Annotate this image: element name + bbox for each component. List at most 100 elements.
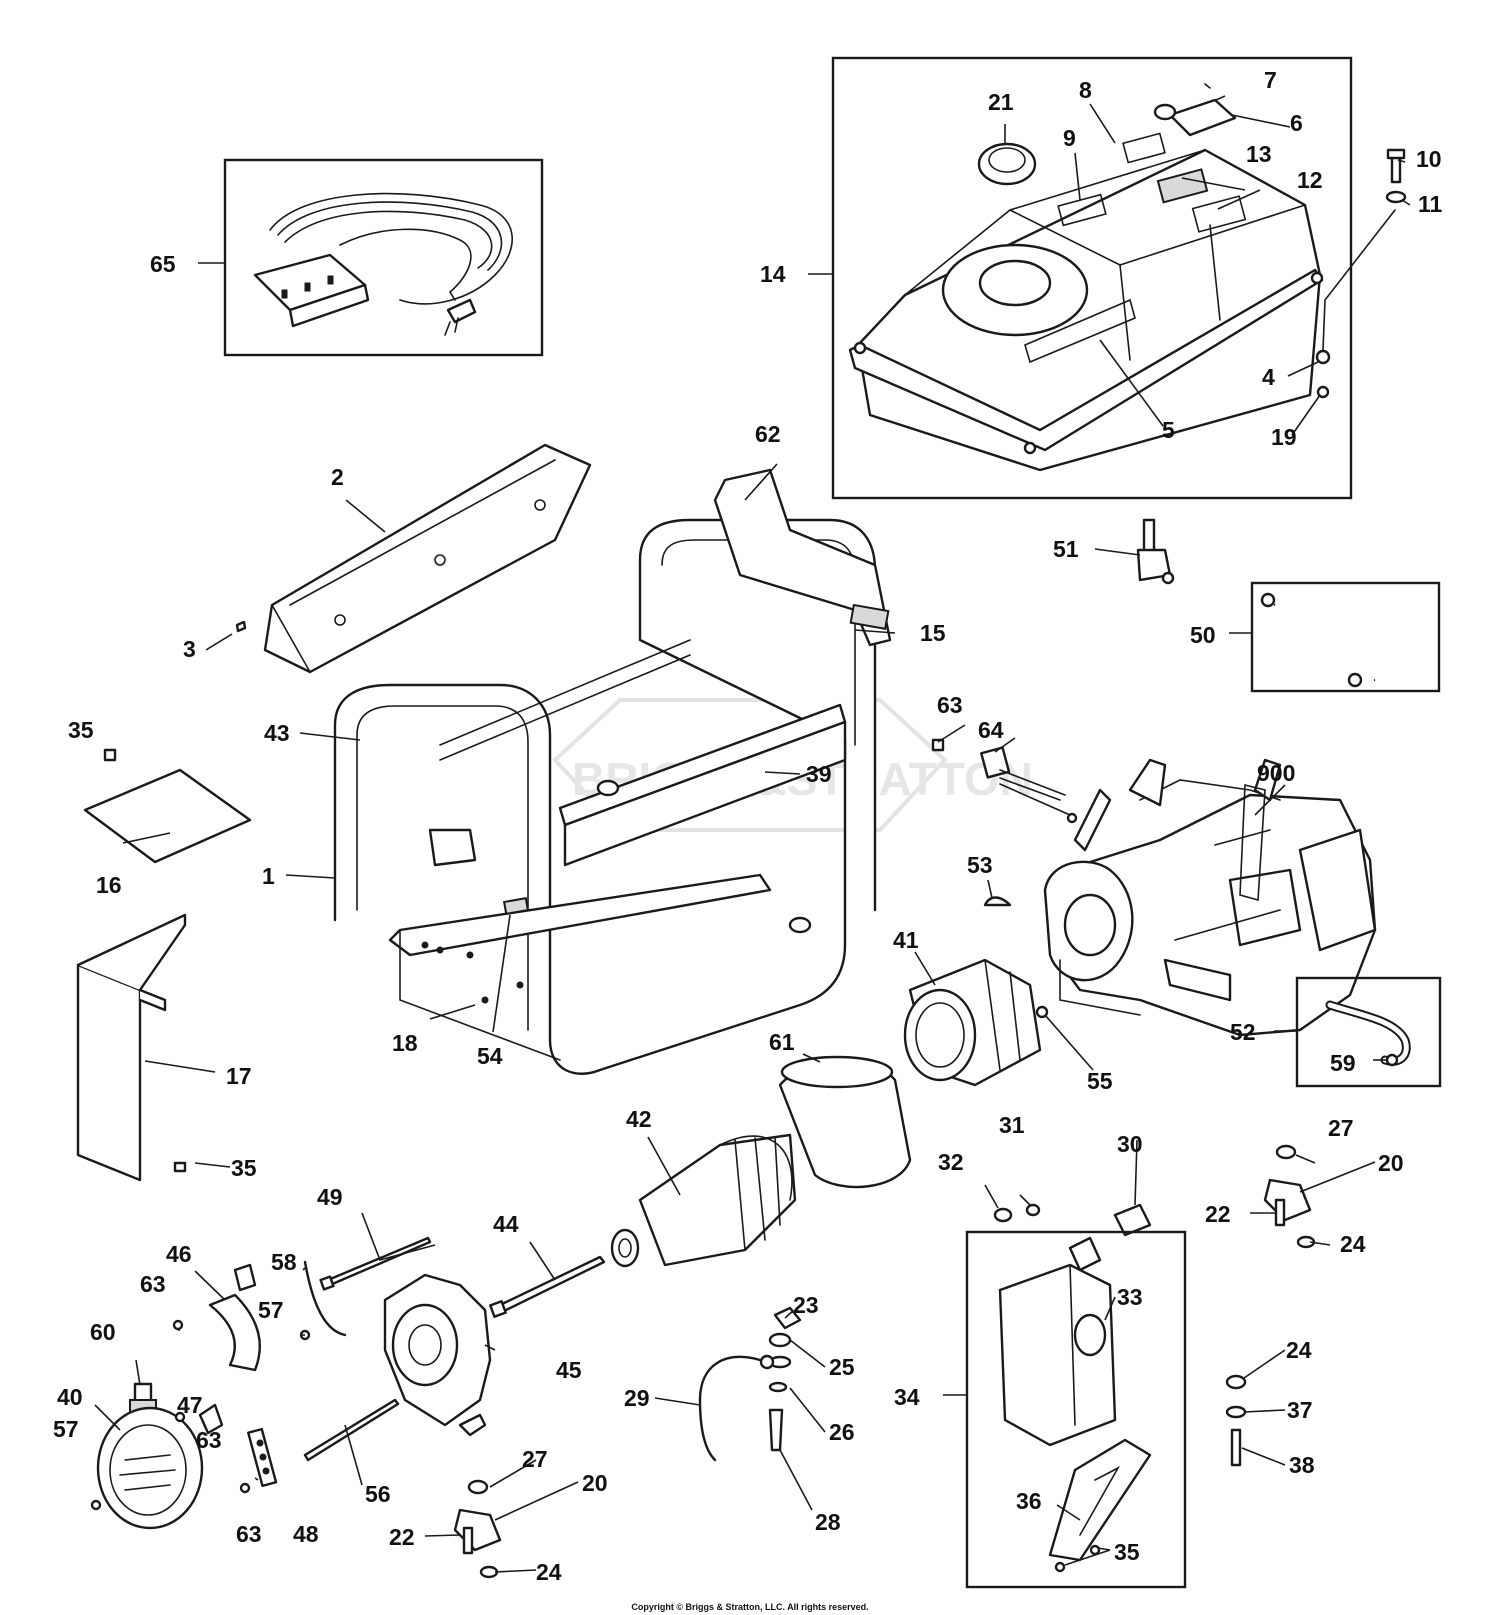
- callout-c61: 61: [769, 1029, 795, 1055]
- callout-c20a: 20: [1378, 1150, 1404, 1176]
- callout-c53: 53: [967, 852, 993, 878]
- tank-bolt-part: [1385, 148, 1407, 204]
- callout-c63c: 63: [236, 1521, 262, 1547]
- callout-c22b: 22: [389, 1524, 415, 1550]
- muffler-assembly: [965, 1230, 1187, 1589]
- bracket-46-part: [208, 1293, 262, 1372]
- callout-c34: 34: [894, 1384, 920, 1410]
- stator-part: [903, 958, 1042, 1087]
- screw-35b-part: [173, 1161, 187, 1173]
- callout-c10: 10: [1416, 146, 1442, 172]
- callout-c6: 6: [1290, 110, 1303, 136]
- callout-c24c: 24: [1286, 1337, 1312, 1363]
- screw-63a-part: [172, 1319, 184, 1331]
- callout-c30: 30: [1117, 1131, 1143, 1157]
- through-bolt-49-part: [319, 1236, 432, 1291]
- callout-c12: 12: [1297, 167, 1323, 193]
- callout-c7: 7: [1264, 67, 1277, 93]
- callout-c24a: 24: [1340, 1231, 1366, 1257]
- wire-harness-part: [931, 738, 1078, 824]
- end-cover-40-part: [96, 1406, 204, 1530]
- callout-c63b: 63: [196, 1427, 222, 1453]
- callout-c63a: 63: [140, 1271, 166, 1297]
- callout-c50: 50: [1190, 622, 1216, 648]
- callout-c62: 62: [755, 421, 781, 447]
- nut-55-part: [1035, 1005, 1049, 1019]
- callout-c5: 5: [1162, 417, 1175, 443]
- callout-c56: 56: [365, 1481, 391, 1507]
- callout-c18: 18: [392, 1030, 418, 1056]
- mount-20b-part: [453, 1508, 502, 1552]
- callout-c17: 17: [226, 1063, 252, 1089]
- panel-16-part: [83, 768, 252, 864]
- callout-c26: 26: [829, 1419, 855, 1445]
- callout-c31: 31: [999, 1112, 1025, 1138]
- callout-c55: 55: [1087, 1068, 1113, 1094]
- callout-c57b: 57: [258, 1297, 284, 1323]
- fuel-line-assembly: [1250, 581, 1441, 693]
- callout-c19: 19: [1271, 424, 1297, 450]
- callout-c60: 60: [90, 1319, 116, 1345]
- callout-c11: 11: [1418, 191, 1443, 217]
- label-15-part: [849, 603, 890, 630]
- ring-29-part: [759, 1354, 775, 1370]
- screw-3-part: [235, 620, 247, 633]
- callout-c39: 39: [806, 761, 832, 787]
- callout-c33: 33: [1117, 1284, 1143, 1310]
- callout-c35b: 35: [231, 1155, 257, 1181]
- extension-cord-part: [223, 158, 544, 357]
- rotor-cover-part: [778, 1055, 912, 1189]
- callout-c47: 47: [177, 1392, 203, 1418]
- callout-c40: 40: [57, 1384, 83, 1410]
- callout-c54: 54: [477, 1043, 503, 1069]
- callout-c64: 64: [978, 717, 1004, 743]
- callout-c13: 13: [1246, 141, 1272, 167]
- fuel-line-52-assembly: [1295, 976, 1442, 1088]
- callout-c9: 9: [1063, 125, 1076, 151]
- bolt-22b-part: [462, 1526, 474, 1555]
- callout-c8: 8: [1079, 77, 1092, 103]
- through-bolt-44-part: [489, 1255, 606, 1318]
- nut-24b-part: [479, 1565, 499, 1579]
- key-53-part: [983, 896, 1012, 907]
- wire-58-part: [303, 1260, 347, 1337]
- callout-c42: 42: [626, 1106, 652, 1132]
- callout-c49: 49: [317, 1184, 343, 1210]
- callout-c52: 52: [1230, 1019, 1256, 1045]
- callout-c37: 37: [1287, 1397, 1313, 1423]
- callout-c38: 38: [1289, 1452, 1315, 1478]
- shield-17-part: [76, 913, 187, 1182]
- callout-c21: 21: [988, 89, 1014, 115]
- callout-c36: 36: [1016, 1488, 1042, 1514]
- callout-labels: 1234567891011121314151617181920202122222…: [53, 67, 1443, 1585]
- callout-c41: 41: [893, 927, 919, 953]
- fuel-tank-assembly: [831, 56, 1396, 500]
- callout-c58: 58: [271, 1249, 297, 1275]
- rotor-part: [610, 1133, 797, 1268]
- screw-35-part: [103, 748, 117, 762]
- nut-32-part: [993, 1207, 1013, 1223]
- callout-c51: 51: [1053, 536, 1079, 562]
- callout-c35c: 35: [1114, 1539, 1140, 1565]
- through-bolt-56-part: [303, 1398, 400, 1462]
- callout-c29: 29: [624, 1385, 650, 1411]
- callout-c59: 59: [1330, 1050, 1356, 1076]
- ground-wire-29-part: [698, 1355, 762, 1462]
- callout-c28: 28: [815, 1509, 841, 1535]
- nut-27a-part: [1275, 1144, 1297, 1160]
- callout-c27b: 27: [522, 1446, 548, 1472]
- generator-housing-part: [383, 1273, 492, 1437]
- screw-57b-part: [90, 1499, 102, 1511]
- callout-c25: 25: [829, 1354, 855, 1380]
- callout-c16: 16: [96, 872, 122, 898]
- callout-c35a: 35: [68, 717, 94, 743]
- nut-25-part: [768, 1332, 792, 1348]
- callout-c45: 45: [556, 1357, 582, 1383]
- callout-c4: 4: [1262, 364, 1275, 390]
- callout-c1: 1: [262, 863, 275, 889]
- callout-c14: 14: [760, 261, 786, 287]
- fuel-valve-part: [1136, 518, 1175, 585]
- mount-20a-part: [1263, 1178, 1312, 1222]
- terminal-48-part: [247, 1427, 278, 1488]
